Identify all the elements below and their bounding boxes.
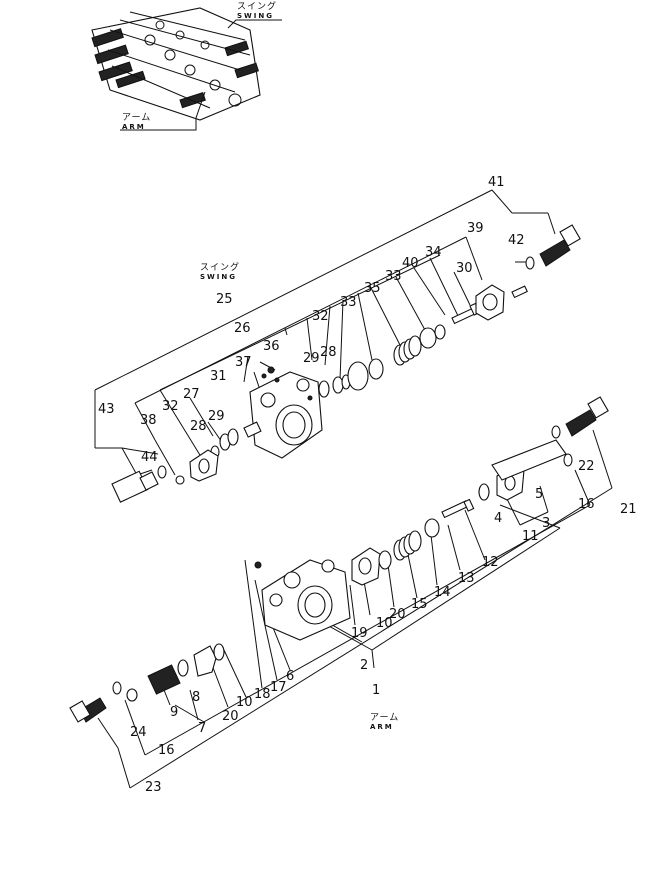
arm-valve-housing	[254, 559, 351, 641]
callout: 44	[141, 450, 158, 465]
callout: 33	[340, 295, 357, 310]
callout: 7	[198, 721, 206, 736]
callout: 23	[145, 780, 162, 795]
swing-section-leader-lines	[94, 189, 556, 476]
callout: 43	[98, 402, 115, 417]
callout: 21	[620, 502, 637, 517]
callout-numbers: 41 42 39 34 40 33 30 33 35 25 32 26 36 2…	[98, 175, 637, 795]
arm-left-connector	[69, 697, 107, 723]
callout: 38	[140, 413, 157, 428]
callout: 27	[183, 387, 200, 402]
callout: 20	[389, 607, 406, 622]
callout: 32	[312, 309, 329, 324]
overview-arm-label-jp: アーム	[122, 112, 151, 123]
callout: 16	[158, 743, 175, 758]
callout: 31	[210, 369, 227, 384]
callout: 22	[578, 459, 595, 474]
callout: 34	[425, 245, 442, 260]
swing-spring	[393, 335, 422, 366]
callout: 29	[208, 409, 225, 424]
overview-swing-label-en: SWING	[237, 12, 274, 20]
callout: 32	[162, 399, 179, 414]
callout: 18	[254, 687, 271, 702]
callout: 14	[434, 585, 451, 600]
callout: 4	[494, 511, 502, 526]
arm-section-label-en: ARM	[370, 723, 394, 731]
arm-section-label-jp: アーム	[370, 712, 399, 723]
callout: 40	[402, 256, 419, 271]
callout: 10	[376, 616, 393, 631]
callout: 26	[234, 321, 251, 336]
swing-left-connector	[111, 465, 167, 503]
callout: 5	[535, 487, 543, 502]
callout: 39	[467, 221, 484, 236]
callout: 6	[286, 669, 294, 684]
control-valve-overview	[91, 7, 282, 131]
arm-spring	[393, 530, 422, 561]
callout: 37	[235, 355, 252, 370]
callout: 33	[385, 269, 402, 284]
callout: 42	[508, 233, 525, 248]
callout: 12	[482, 555, 499, 570]
arm-spool	[478, 439, 573, 501]
callout: 11	[522, 529, 539, 544]
callout: 1	[372, 683, 380, 698]
swing-end-cap	[475, 284, 528, 321]
callout: 10	[236, 695, 253, 710]
callout: 25	[216, 292, 233, 307]
callout: 16	[578, 497, 595, 512]
callout: 3	[542, 516, 550, 531]
callout: 28	[190, 419, 207, 434]
swing-section-parts	[111, 224, 581, 503]
callout: 41	[488, 175, 505, 190]
callout: 15	[411, 597, 428, 612]
arm-section-parts	[69, 396, 609, 723]
overview-arm-label-en: ARM	[122, 123, 146, 131]
callout: 2	[360, 658, 368, 673]
callout: 24	[130, 725, 147, 740]
callout: 9	[170, 705, 178, 720]
swing-connector	[525, 224, 581, 270]
callout: 17	[270, 680, 287, 695]
swing-left-flange	[175, 449, 219, 485]
callout: 20	[222, 709, 239, 724]
callout: 19	[351, 626, 368, 641]
callout: 28	[320, 345, 337, 360]
arm-section-leader-lines	[97, 429, 613, 789]
callout: 8	[192, 690, 200, 705]
swing-valve-housing	[243, 371, 323, 459]
overview-swing-label-jp: スイング	[237, 0, 277, 12]
arm-left-parts	[112, 643, 225, 702]
swing-section-label-en: SWING	[200, 273, 237, 281]
callout: 29	[303, 351, 320, 366]
callout: 30	[456, 261, 473, 276]
callout: 35	[364, 281, 381, 296]
arm-right-connector	[551, 396, 609, 439]
callout: 13	[458, 571, 475, 586]
callout: 36	[263, 339, 280, 354]
swing-section-label-jp: スイング	[200, 261, 240, 273]
arm-bolt	[441, 498, 475, 519]
